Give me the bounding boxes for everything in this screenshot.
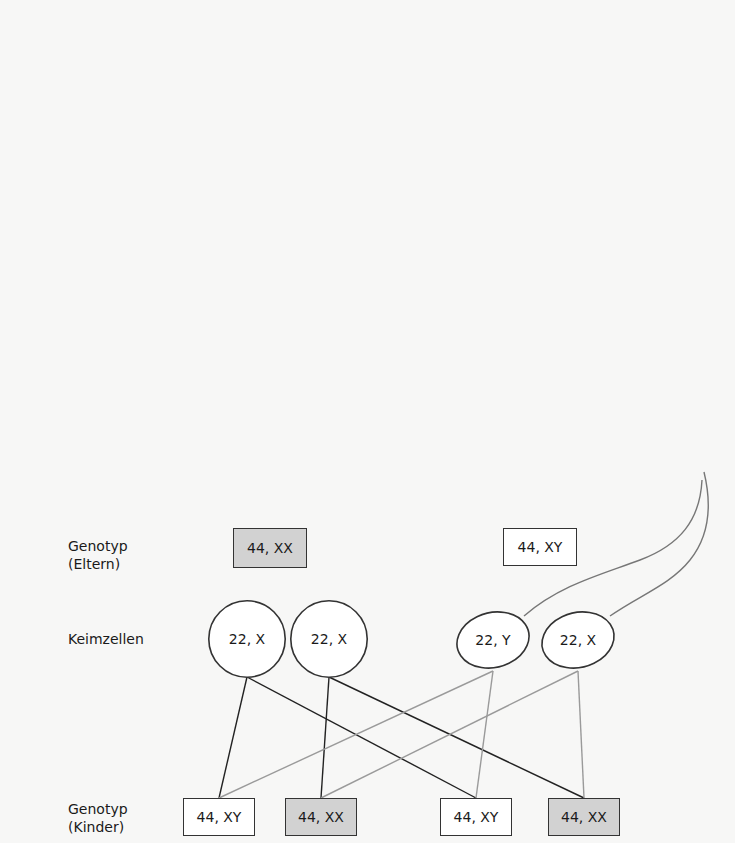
genotype-text: 44, XX <box>298 809 344 825</box>
genotype-text: 22, Y <box>475 632 510 648</box>
genotype-text: 44, XX <box>247 540 293 556</box>
sperm-cell: 22, Y <box>455 608 531 672</box>
genotype-text: 22, X <box>229 631 265 647</box>
cell-membrane <box>445 601 541 679</box>
cell-membrane <box>530 601 626 679</box>
genotype-text: 44, XY <box>454 809 499 825</box>
sperm-tail <box>610 472 708 616</box>
inheritance-line <box>321 671 578 798</box>
parent-genotype-box: 44, XY <box>503 528 577 566</box>
egg-cell: 22, X <box>208 600 286 678</box>
genotype-text: 44, XY <box>518 539 563 555</box>
inheritance-line <box>578 671 584 798</box>
row-label: Keimzellen <box>68 630 178 648</box>
child-genotype-box: 44, XY <box>440 798 512 836</box>
row-label: Genotyp (Eltern) <box>68 537 148 573</box>
cell-membrane <box>209 601 285 677</box>
child-genotype-box: 44, XX <box>285 798 357 836</box>
genotype-text: 44, XX <box>561 809 607 825</box>
parent-genotype-box: 44, XX <box>233 528 307 568</box>
inheritance-line <box>329 677 584 798</box>
inheritance-line <box>219 677 247 798</box>
egg-cell: 22, X <box>290 600 368 678</box>
genotype-text: 22, X <box>311 631 347 647</box>
cell-membrane <box>291 601 367 677</box>
row-label: Genotyp (Kinder) <box>68 800 148 836</box>
sperm-cell: 22, X <box>540 608 616 672</box>
genotype-text: 44, XY <box>197 809 242 825</box>
inheritance-line <box>219 671 493 798</box>
inheritance-line <box>321 677 329 798</box>
genotype-text: 22, X <box>560 632 596 648</box>
inheritance-line <box>476 671 493 798</box>
child-genotype-box: 44, XY <box>183 798 255 836</box>
child-genotype-box: 44, XX <box>548 798 620 836</box>
